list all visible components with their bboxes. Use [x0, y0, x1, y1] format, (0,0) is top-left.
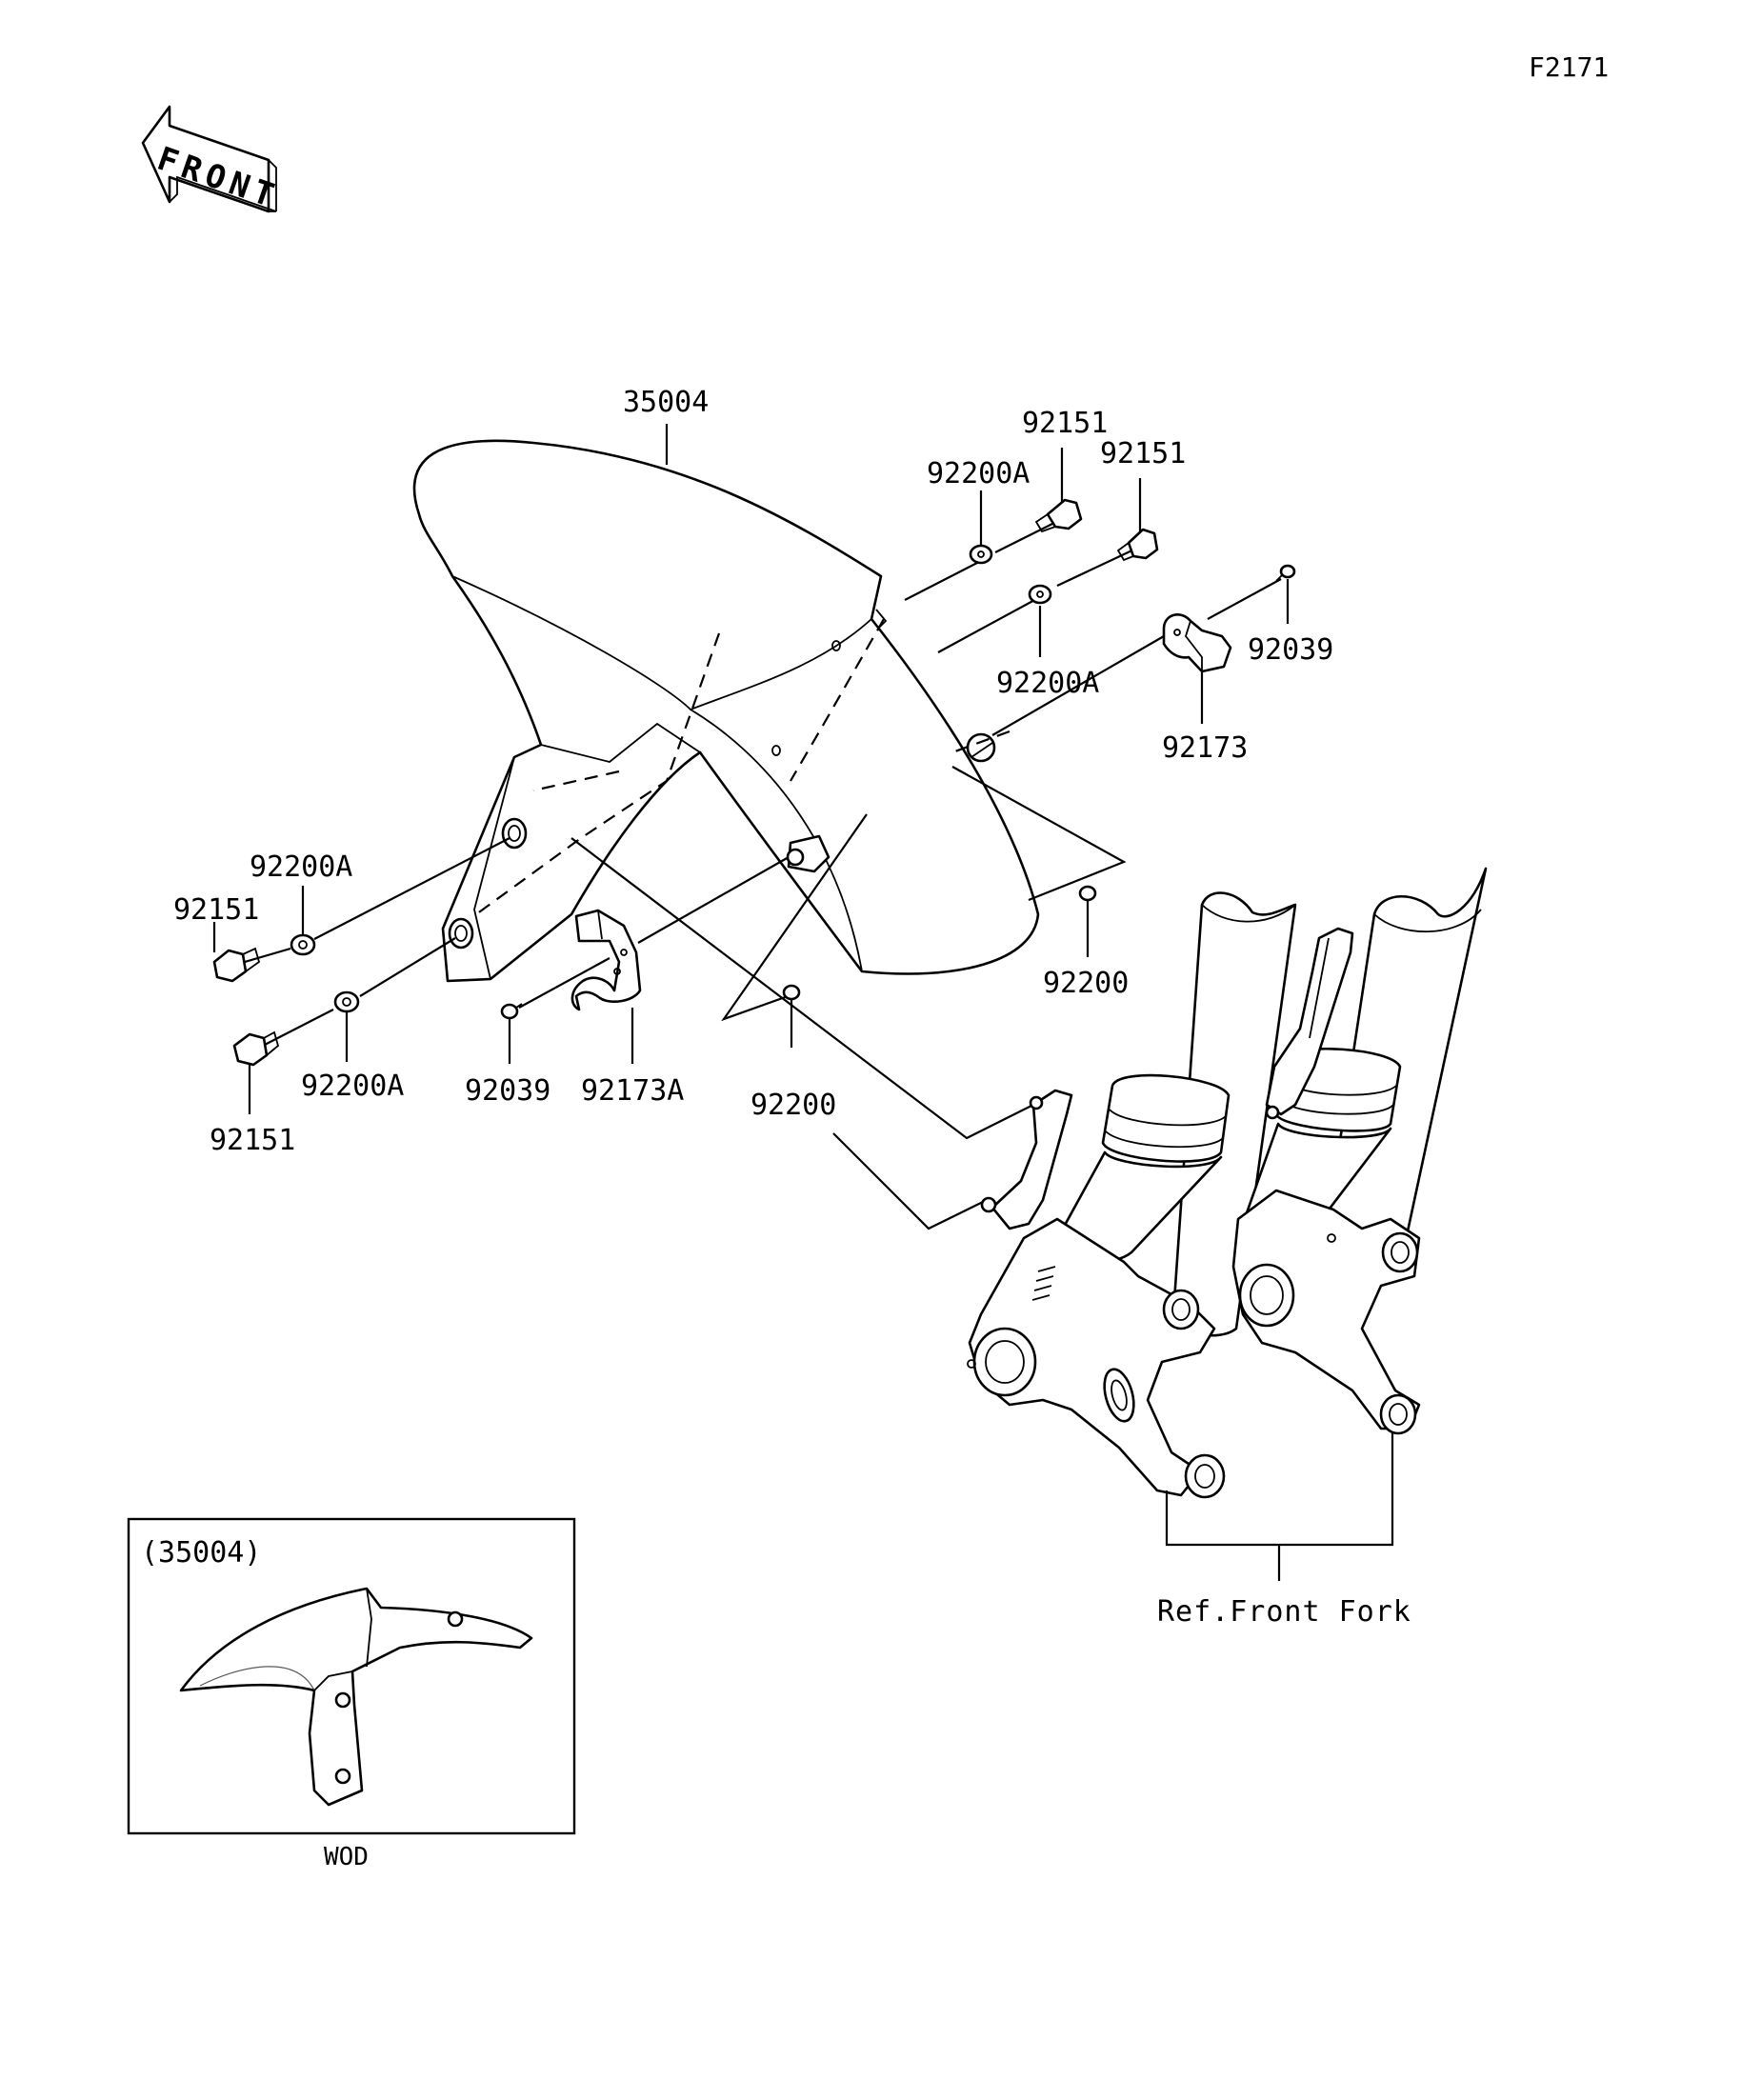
screw-92039-right — [1275, 564, 1296, 582]
callout-92039-left: 92039 — [465, 1074, 550, 1108]
callout-92200-right: 92200 — [1043, 967, 1129, 1000]
front-fork-right — [1231, 867, 1488, 1435]
callout-92200a-left-1: 92200A — [250, 850, 352, 884]
callout-92151-left-1: 92151 — [173, 893, 259, 927]
front-arrow-icon: FRONT — [141, 105, 284, 217]
callout-92200-center: 92200 — [750, 1089, 836, 1122]
front-fender — [412, 439, 1040, 983]
inset-part-ref: (35004) — [141, 1536, 261, 1570]
washer-92200a-left-1 — [290, 933, 316, 956]
callout-92200a-top-1: 92200A — [927, 457, 1030, 490]
callout-92200a-left-2: 92200A — [301, 1070, 404, 1103]
bolt-92151-top-2 — [1116, 528, 1159, 562]
callout-92200a-top-2: 92200A — [996, 667, 1099, 700]
clamp-92173a — [570, 909, 642, 1011]
bolt-92151-left-2 — [232, 1030, 280, 1067]
bolt-92151-top-1 — [1034, 498, 1083, 533]
fork-ref-bracket — [1165, 1433, 1394, 1581]
washer-92200a-left-2 — [333, 990, 360, 1013]
figure-code: F2171 — [1529, 51, 1609, 83]
callout-35004: 35004 — [623, 386, 709, 419]
callout-92151-top-1: 92151 — [1022, 407, 1108, 440]
inset-caption: WOD — [324, 1843, 369, 1871]
washer-92200a-top-2 — [1028, 584, 1052, 605]
callout-ref-front-fork: Ref.Front Fork — [1157, 1595, 1411, 1629]
callout-92039-right: 92039 — [1248, 633, 1333, 667]
screw-92039-left — [500, 1003, 523, 1020]
callout-92151-left-2: 92151 — [210, 1124, 295, 1157]
clamp-92173 — [1162, 613, 1232, 673]
callout-92173: 92173 — [1162, 731, 1248, 765]
callout-92151-top-2: 92151 — [1100, 437, 1186, 470]
front-fork-left — [967, 891, 1297, 1499]
callout-92173a: 92173A — [581, 1074, 684, 1108]
nut-92200-right — [1078, 885, 1097, 902]
inset-fender-variant — [179, 1587, 533, 1807]
nut-92200-center — [782, 984, 801, 1001]
bolt-92151-left-1 — [212, 947, 261, 983]
inset-frame — [127, 1517, 576, 1835]
washer-92200a-top-1 — [969, 544, 993, 565]
